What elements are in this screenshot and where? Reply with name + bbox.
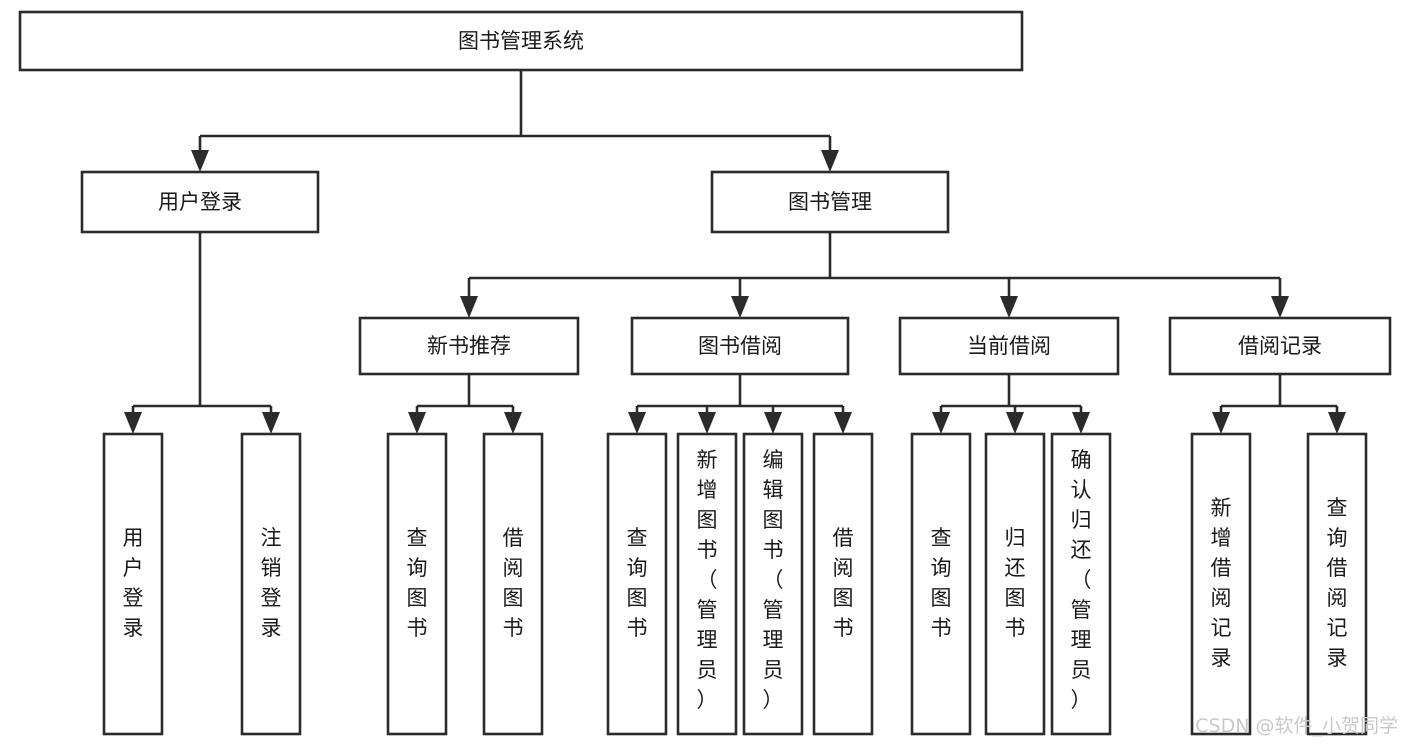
arrow-head-icon <box>191 150 209 172</box>
node-box-leaf-add-book-admin[interactable] <box>676 432 738 736</box>
node-leaf-user-login[interactable]: 用户登录 <box>102 432 164 736</box>
node-box-root[interactable] <box>18 10 1024 72</box>
node-book-manage[interactable]: 图书管理 <box>710 170 950 234</box>
node-box-leaf-query-book-current[interactable] <box>910 432 972 736</box>
node-label-leaf-query-book-current: 查询图书 <box>931 526 952 640</box>
node-user-login[interactable]: 用户登录 <box>80 170 320 234</box>
arrow-head-icon <box>932 412 950 434</box>
node-leaf-borrow-book[interactable]: 借阅图书 <box>812 432 874 736</box>
node-box-current-borrow[interactable] <box>898 316 1120 376</box>
node-label-user-login: 用户登录 <box>158 190 242 214</box>
csdn-watermark: CSDN @软件_小贺同学 <box>1195 715 1398 737</box>
arrow-head-icon <box>764 412 782 434</box>
node-label-current-borrow: 当前借阅 <box>967 334 1051 358</box>
arrow-head-icon <box>834 412 852 434</box>
arrow-head-icon <box>1072 412 1090 434</box>
node-box-leaf-query-book-borrow[interactable] <box>606 432 668 736</box>
node-box-borrow-record[interactable] <box>1168 316 1392 376</box>
node-label-leaf-borrow-book: 借阅图书 <box>833 526 854 640</box>
node-box-leaf-borrow-book-rec[interactable] <box>482 432 544 736</box>
node-box-leaf-edit-book-admin[interactable] <box>742 432 804 736</box>
node-label-leaf-query-borrow-record: 查询借阅记录 <box>1327 496 1348 670</box>
connector-edge-bookmanage-bus <box>460 232 1289 318</box>
arrow-head-icon <box>1271 296 1289 318</box>
node-label-leaf-add-borrow-record: 新增借阅记录 <box>1211 496 1232 670</box>
node-leaf-borrow-book-rec[interactable]: 借阅图书 <box>482 432 544 736</box>
node-box-leaf-confirm-return-admin[interactable] <box>1050 432 1112 736</box>
node-borrow-record[interactable]: 借阅记录 <box>1168 316 1392 376</box>
node-leaf-query-book-borrow[interactable]: 查询图书 <box>606 432 668 736</box>
node-label-borrow-record: 借阅记录 <box>1238 334 1322 358</box>
node-leaf-confirm-return-admin[interactable]: 确认归还（管理员） <box>1050 432 1112 736</box>
node-box-book-manage[interactable] <box>710 170 950 234</box>
connector-edge-borrowrecord-bus <box>1212 374 1346 434</box>
node-book-borrow[interactable]: 图书借阅 <box>630 316 850 376</box>
node-label-leaf-return-book: 归还图书 <box>1005 526 1026 640</box>
node-box-leaf-borrow-book[interactable] <box>812 432 874 736</box>
node-label-new-book-recommend: 新书推荐 <box>427 334 511 358</box>
connector-edge-userlogin-bus <box>124 232 280 434</box>
arrow-head-icon <box>408 412 426 434</box>
connector-edges-layer <box>124 70 1346 434</box>
arrow-head-icon <box>1328 412 1346 434</box>
arrow-head-icon <box>262 412 280 434</box>
node-label-book-manage: 图书管理 <box>788 190 872 214</box>
arrow-head-icon <box>1212 412 1230 434</box>
node-leaf-query-book-current[interactable]: 查询图书 <box>910 432 972 736</box>
node-box-leaf-add-borrow-record[interactable] <box>1190 432 1252 736</box>
node-root[interactable]: 图书管理系统 <box>18 10 1024 72</box>
node-box-new-book-recommend[interactable] <box>358 316 580 376</box>
node-label-leaf-user-login: 用户登录 <box>123 526 144 640</box>
node-current-borrow[interactable]: 当前借阅 <box>898 316 1120 376</box>
node-label-leaf-borrow-book-rec: 借阅图书 <box>503 526 524 640</box>
connector-edge-newbook-bus <box>408 374 522 434</box>
node-leaf-return-book[interactable]: 归还图书 <box>984 432 1046 736</box>
arrow-head-icon <box>504 412 522 434</box>
arrow-head-icon <box>628 412 646 434</box>
node-box-leaf-user-logout[interactable] <box>240 432 302 736</box>
node-label-leaf-user-logout: 注销登录 <box>261 526 282 640</box>
node-leaf-add-book-admin[interactable]: 新增图书（管理员） <box>676 432 738 736</box>
arrow-head-icon <box>821 150 839 172</box>
node-leaf-add-borrow-record[interactable]: 新增借阅记录 <box>1190 432 1252 736</box>
connector-edge-bookborrow-bus <box>628 374 852 434</box>
node-label-leaf-query-book-borrow: 查询图书 <box>627 526 648 640</box>
node-leaf-edit-book-admin[interactable]: 编辑图书（管理员） <box>742 432 804 736</box>
arrow-head-icon <box>731 296 749 318</box>
arrow-head-icon <box>1000 296 1018 318</box>
node-new-book-recommend[interactable]: 新书推荐 <box>358 316 580 376</box>
node-label-book-borrow: 图书借阅 <box>698 334 782 358</box>
node-box-leaf-user-login[interactable] <box>102 432 164 736</box>
arrow-head-icon <box>124 412 142 434</box>
node-box-leaf-query-borrow-record[interactable] <box>1306 432 1368 736</box>
node-leaf-query-borrow-record[interactable]: 查询借阅记录 <box>1306 432 1368 736</box>
node-box-book-borrow[interactable] <box>630 316 850 376</box>
connector-edge-root-bus <box>191 70 839 172</box>
node-box-leaf-return-book[interactable] <box>984 432 1046 736</box>
arrow-head-icon <box>460 296 478 318</box>
node-label-leaf-add-book-admin: 新增图书（管理员） <box>697 448 718 712</box>
node-boxes-layer: 图书管理系统用户登录图书管理新书推荐图书借阅当前借阅借阅记录用户登录注销登录查询… <box>18 10 1392 736</box>
node-label-leaf-query-book-rec: 查询图书 <box>407 526 428 640</box>
node-label-leaf-edit-book-admin: 编辑图书（管理员） <box>763 448 784 712</box>
node-label-root: 图书管理系统 <box>458 29 584 53</box>
node-box-user-login[interactable] <box>80 170 320 234</box>
arrow-head-icon <box>1006 412 1024 434</box>
node-leaf-user-logout[interactable]: 注销登录 <box>240 432 302 736</box>
node-label-leaf-confirm-return-admin: 确认归还（管理员） <box>1071 448 1092 712</box>
node-leaf-query-book-rec[interactable]: 查询图书 <box>386 432 448 736</box>
arrow-head-icon <box>698 412 716 434</box>
connector-edge-currentborrow-bus <box>932 374 1090 434</box>
node-box-leaf-query-book-rec[interactable] <box>386 432 448 736</box>
